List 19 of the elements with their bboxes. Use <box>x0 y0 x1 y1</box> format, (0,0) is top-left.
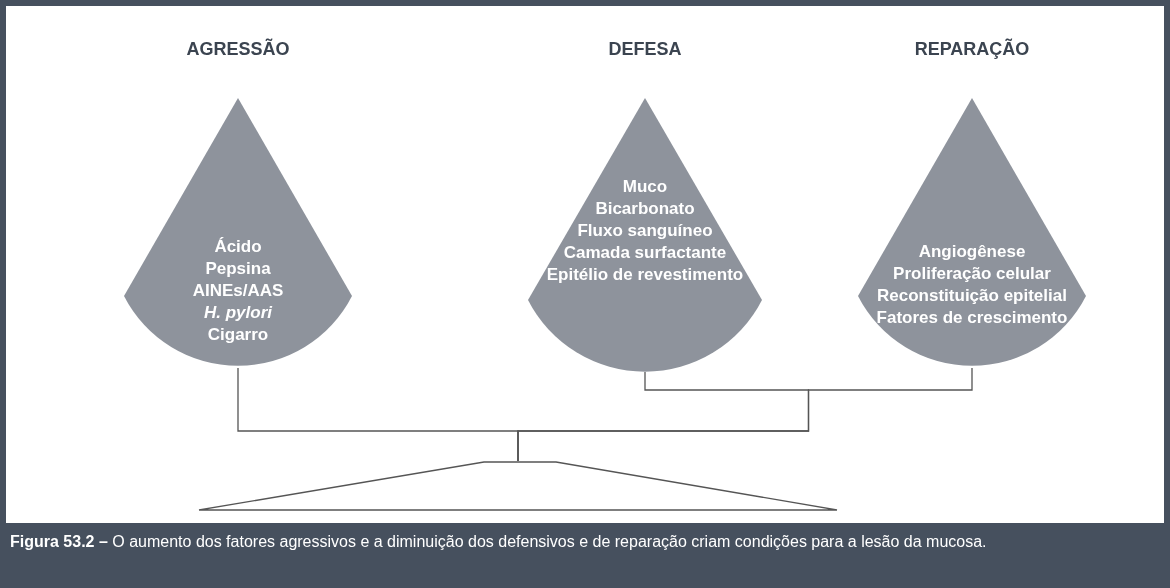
factor-text: Fluxo sanguíneo <box>577 220 713 242</box>
column-heading: DEFESA <box>608 38 682 61</box>
factor-text: Angiogênese <box>918 241 1026 263</box>
factor-text: Camada surfactante <box>563 242 727 264</box>
factor-text: Fatores de crescimento <box>876 307 1068 329</box>
factor-text: Muco <box>622 176 668 198</box>
connector-line <box>517 367 973 462</box>
factor-text: H. pylori <box>204 302 272 324</box>
factor-text: Cigarro <box>207 324 269 346</box>
factor-text: Reconstituição epitelial <box>877 285 1067 307</box>
column-heading: REPARAÇÃO <box>914 37 1030 61</box>
factor-text: AINEs/AAS <box>192 280 284 302</box>
factor-text: Ácido <box>214 236 262 258</box>
factor-text: Bicarbonato <box>595 198 695 220</box>
figure-caption: Figura 53.2 – O aumento dos fatores agressivos e a diminuição dos defensivos e de reparação criam condições para a lesão da mucosa. <box>10 532 988 552</box>
factor-text: Proliferação celular <box>893 263 1051 285</box>
factor-text: Epitélio de revestimento <box>546 264 744 286</box>
column-heading: AGRESSÃO <box>186 37 290 61</box>
factor-text: Pepsina <box>205 258 271 280</box>
